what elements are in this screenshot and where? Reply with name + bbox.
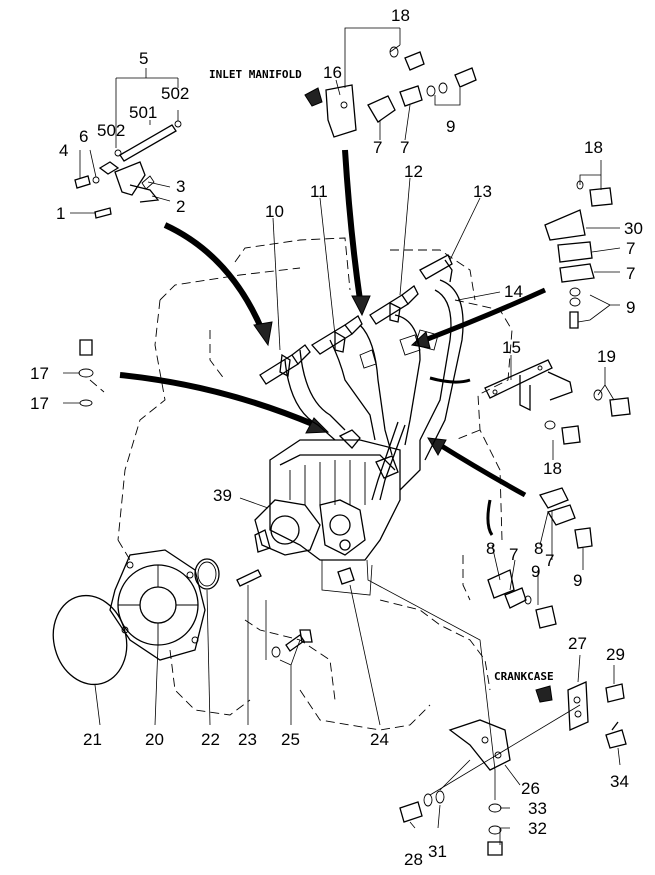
o-ring-21 <box>52 594 128 686</box>
right-fittings-lower <box>487 389 631 629</box>
callout-5: 5 <box>139 49 148 68</box>
engine-block-outline <box>117 237 513 731</box>
callout-19: 19 <box>597 347 616 366</box>
callout-28: 28 <box>404 850 423 869</box>
arrow-indicator-icon <box>304 87 553 703</box>
callout-26: 26 <box>521 779 540 798</box>
callout-10: 10 <box>265 202 284 221</box>
bracket-15 <box>359 329 573 412</box>
callout-9: 9 <box>626 298 635 317</box>
callout-7: 7 <box>626 239 635 258</box>
callout-18: 18 <box>543 459 562 478</box>
bracket-27 <box>567 681 589 731</box>
callout-501: 501 <box>129 103 157 122</box>
label-inlet-manifold: INLET MANIFOLD <box>209 68 302 81</box>
callout-6: 6 <box>79 127 88 146</box>
callout-7: 7 <box>400 138 409 157</box>
fittings-17 <box>78 339 105 407</box>
label-crankcase: CRANKCASE <box>494 670 554 683</box>
callout-9: 9 <box>531 562 540 581</box>
callout-18: 18 <box>391 6 410 25</box>
washers-33-32 <box>487 803 503 856</box>
bracket-26 <box>448 719 511 771</box>
callout-9: 9 <box>573 571 582 590</box>
callout-11: 11 <box>310 182 328 201</box>
callout-4: 4 <box>59 141 68 160</box>
callout-8: 8 <box>486 539 495 558</box>
callout-16: 16 <box>323 63 342 82</box>
callout-21: 21 <box>83 730 102 749</box>
callout-17: 17 <box>30 394 49 413</box>
callout-502: 502 <box>97 121 125 140</box>
callout-33: 33 <box>528 799 547 818</box>
washer-24 <box>337 567 355 585</box>
callout-29: 29 <box>606 645 625 664</box>
callout-3: 3 <box>176 177 185 196</box>
callout-2: 2 <box>176 197 185 216</box>
callout-34: 34 <box>610 772 629 791</box>
callout-15: 15 <box>502 338 521 357</box>
callout-39: 39 <box>213 486 232 505</box>
callout-7: 7 <box>626 264 635 283</box>
callout-20: 20 <box>145 730 164 749</box>
injection-pump-39 <box>254 429 401 561</box>
callout-8: 8 <box>534 539 543 558</box>
callout-13: 13 <box>473 182 492 201</box>
nut-29 <box>605 683 625 703</box>
cover-plate-20 <box>109 549 206 661</box>
callout-502: 502 <box>161 84 189 103</box>
callout-14: 14 <box>504 282 523 301</box>
callout-27: 27 <box>568 634 587 653</box>
callout-9: 9 <box>446 117 455 136</box>
top-middle-fittings <box>325 46 477 138</box>
bolt-25 <box>271 629 313 658</box>
callout-7: 7 <box>373 138 382 157</box>
bolt-34 <box>605 721 627 749</box>
top-left-fittings <box>74 120 182 219</box>
callout-30: 30 <box>624 219 643 238</box>
callout-32: 32 <box>528 819 547 838</box>
bolt-28 <box>399 790 445 823</box>
callout-7: 7 <box>509 545 518 564</box>
callout-25: 25 <box>281 730 300 749</box>
right-fittings-upper <box>544 180 613 329</box>
callout-18: 18 <box>584 138 603 157</box>
callout-24: 24 <box>370 730 389 749</box>
callout-17: 17 <box>30 364 49 383</box>
o-ring-22 <box>194 558 220 590</box>
nozzles <box>259 254 453 385</box>
stud-23 <box>236 569 262 587</box>
leader-lines <box>63 27 621 845</box>
callout-22: 22 <box>201 730 220 749</box>
callout-23: 23 <box>238 730 257 749</box>
callout-7: 7 <box>545 551 554 570</box>
callout-12: 12 <box>404 162 423 181</box>
callout-1: 1 <box>56 204 65 223</box>
callout-31: 31 <box>428 842 447 861</box>
injection-pipes <box>284 279 464 501</box>
